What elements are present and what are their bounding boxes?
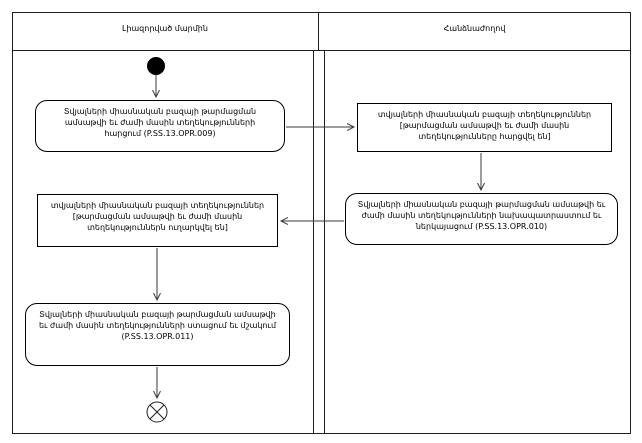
lane-header-authorized-body: Լիազորված մարմին <box>12 13 318 50</box>
lane-divider-header <box>318 12 319 50</box>
header-separator-line <box>12 50 631 51</box>
diagram-border <box>12 12 631 434</box>
action-node-opr009: Տվյալների միասնական բազայի թարմացման ամս… <box>35 100 285 152</box>
object-node-info-requested: տվյալների միասնական բազայի տեղեկությունն… <box>357 103 612 152</box>
lane-header-commission: Հանձնաժողով <box>318 13 631 50</box>
node-label: տվյալների միասնական բազայի տեղեկությունն… <box>377 110 592 141</box>
node-label: Տվյալների միասնական բազայի թարմացման ամս… <box>63 107 257 138</box>
node-label: Տվյալների միասնական բազայի թարմացման ամս… <box>357 200 606 231</box>
action-node-opr011: Տվյալների միասնական բազայի թարմացման ամս… <box>25 303 290 366</box>
node-label: Տվյալների միասնական բազայի թարմացման ամս… <box>38 310 277 341</box>
lane-title-text: Հանձնաժողով <box>443 24 506 33</box>
lane-divider-right-line <box>324 50 325 434</box>
action-node-opr010: Տվյալների միասնական բազայի թարմացման ամս… <box>345 193 618 245</box>
lane-title-text: Լիազորված մարմին <box>122 24 208 33</box>
object-node-info-sent: տվյալների միասնական բազայի տեղեկությունն… <box>37 194 278 247</box>
node-label: տվյալների միասնական բազայի տեղեկությունն… <box>50 201 265 232</box>
lane-divider-left-line <box>313 50 314 434</box>
